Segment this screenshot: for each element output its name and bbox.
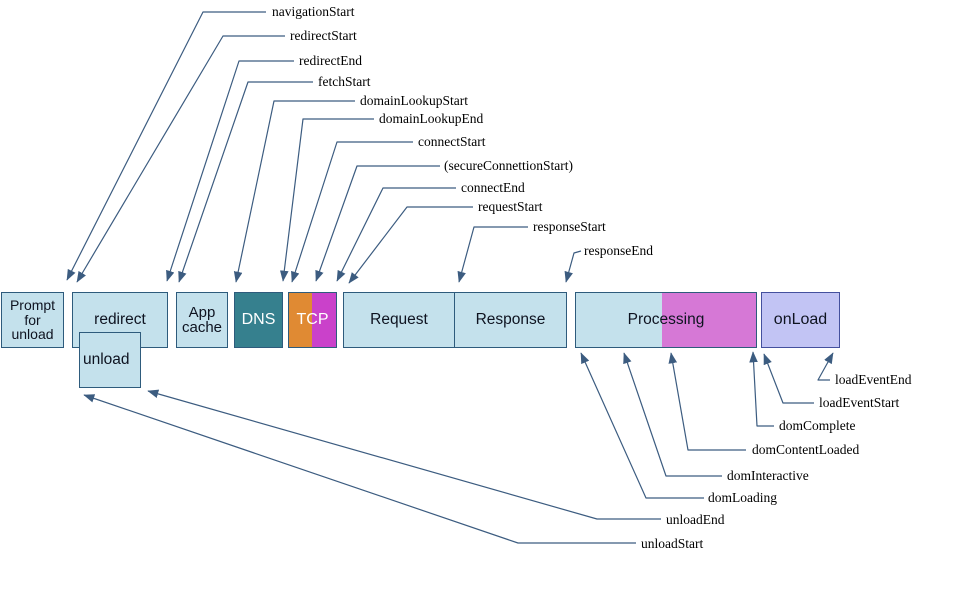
timeline-box-prompt-for-unload: Prompt for unload bbox=[1, 292, 64, 348]
event-label-dom-loading: domLoading bbox=[708, 490, 777, 505]
leader-navigation-start bbox=[66, 11, 266, 281]
request-label: Request bbox=[370, 311, 428, 329]
processing-label: Processing bbox=[627, 311, 705, 329]
event-label-secure-connection-start: (secureConnettionStart) bbox=[444, 158, 573, 173]
event-label-response-start: responseStart bbox=[533, 219, 606, 234]
event-label-dom-complete: domComplete bbox=[779, 418, 856, 433]
event-label-dom-content-loaded: domContentLoaded bbox=[752, 442, 860, 457]
event-label-redirect-start: redirectStart bbox=[290, 28, 357, 43]
event-label-domain-lookup-end: domainLookupEnd bbox=[379, 111, 484, 126]
event-label-load-event-start: loadEventStart bbox=[819, 395, 900, 410]
processing-pane-dom bbox=[576, 293, 662, 347]
leader-unload-end bbox=[147, 389, 661, 520]
event-label-unload-start: unloadStart bbox=[641, 536, 704, 551]
event-label-connect-start: connectStart bbox=[418, 134, 486, 149]
event-label-response-end: responseEnd bbox=[584, 243, 653, 258]
timeline-box-request: Request bbox=[343, 292, 455, 348]
dns-label: DNS bbox=[241, 311, 276, 328]
tcp-pane-plain bbox=[289, 293, 312, 347]
event-label-dom-interactive: domInteractive bbox=[727, 468, 809, 483]
event-label-load-event-end: loadEventEnd bbox=[835, 372, 912, 387]
onload-label: onLoad bbox=[773, 311, 828, 328]
event-label-unload-end: unloadEnd bbox=[666, 512, 725, 527]
timeline-box-response: Response bbox=[454, 292, 567, 348]
timeline-box-dns: DNS bbox=[234, 292, 283, 348]
event-label-redirect-end: redirectEnd bbox=[299, 53, 362, 68]
event-label-navigation-start: navigationStart bbox=[272, 4, 355, 19]
leader-connect-start bbox=[291, 141, 413, 283]
event-label-domain-lookup-start: domainLookupStart bbox=[360, 93, 468, 108]
leader-request-start bbox=[348, 206, 473, 284]
unload-label: unload bbox=[83, 351, 130, 369]
leader-unload-start bbox=[83, 394, 636, 544]
leader-fetch-start bbox=[178, 81, 313, 283]
app-cache-label: App cache bbox=[181, 303, 223, 336]
redirect-label: redirect bbox=[94, 311, 146, 329]
leader-connect-end bbox=[336, 187, 456, 282]
leader-dom-loading bbox=[580, 352, 704, 499]
leader-dom-complete bbox=[749, 351, 774, 427]
tcp-label: TCP bbox=[296, 311, 329, 328]
leader-secure-connection-start bbox=[315, 165, 440, 282]
leader-redirect-end bbox=[166, 60, 294, 282]
event-label-request-start: requestStart bbox=[478, 199, 543, 214]
leader-response-start bbox=[457, 226, 528, 283]
event-label-connect-end: connectEnd bbox=[461, 180, 525, 195]
leader-response-end bbox=[564, 250, 582, 283]
event-label-fetch-start: fetchStart bbox=[318, 74, 371, 89]
timeline-box-app-cache: App cache bbox=[176, 292, 228, 348]
leader-redirect-start bbox=[76, 35, 285, 283]
leader-dom-interactive bbox=[623, 352, 722, 477]
leader-load-event-end bbox=[817, 352, 834, 381]
leader-domain-lookup-end bbox=[279, 118, 374, 282]
leader-dom-content-loaded bbox=[668, 352, 746, 451]
timeline-box-tcp: TCP bbox=[288, 292, 337, 348]
timeline-box-unload: unload bbox=[79, 332, 141, 388]
timeline-box-processing: Processing bbox=[575, 292, 757, 348]
processing-pane-subresources bbox=[662, 293, 756, 347]
response-label: Response bbox=[475, 311, 546, 329]
timeline-box-onload: onLoad bbox=[761, 292, 840, 348]
prompt-for-unload-label: Prompt for unload bbox=[9, 297, 56, 343]
leader-load-event-start bbox=[763, 353, 814, 404]
leader-domain-lookup-start bbox=[233, 100, 355, 283]
tcp-pane-secure bbox=[312, 293, 336, 347]
